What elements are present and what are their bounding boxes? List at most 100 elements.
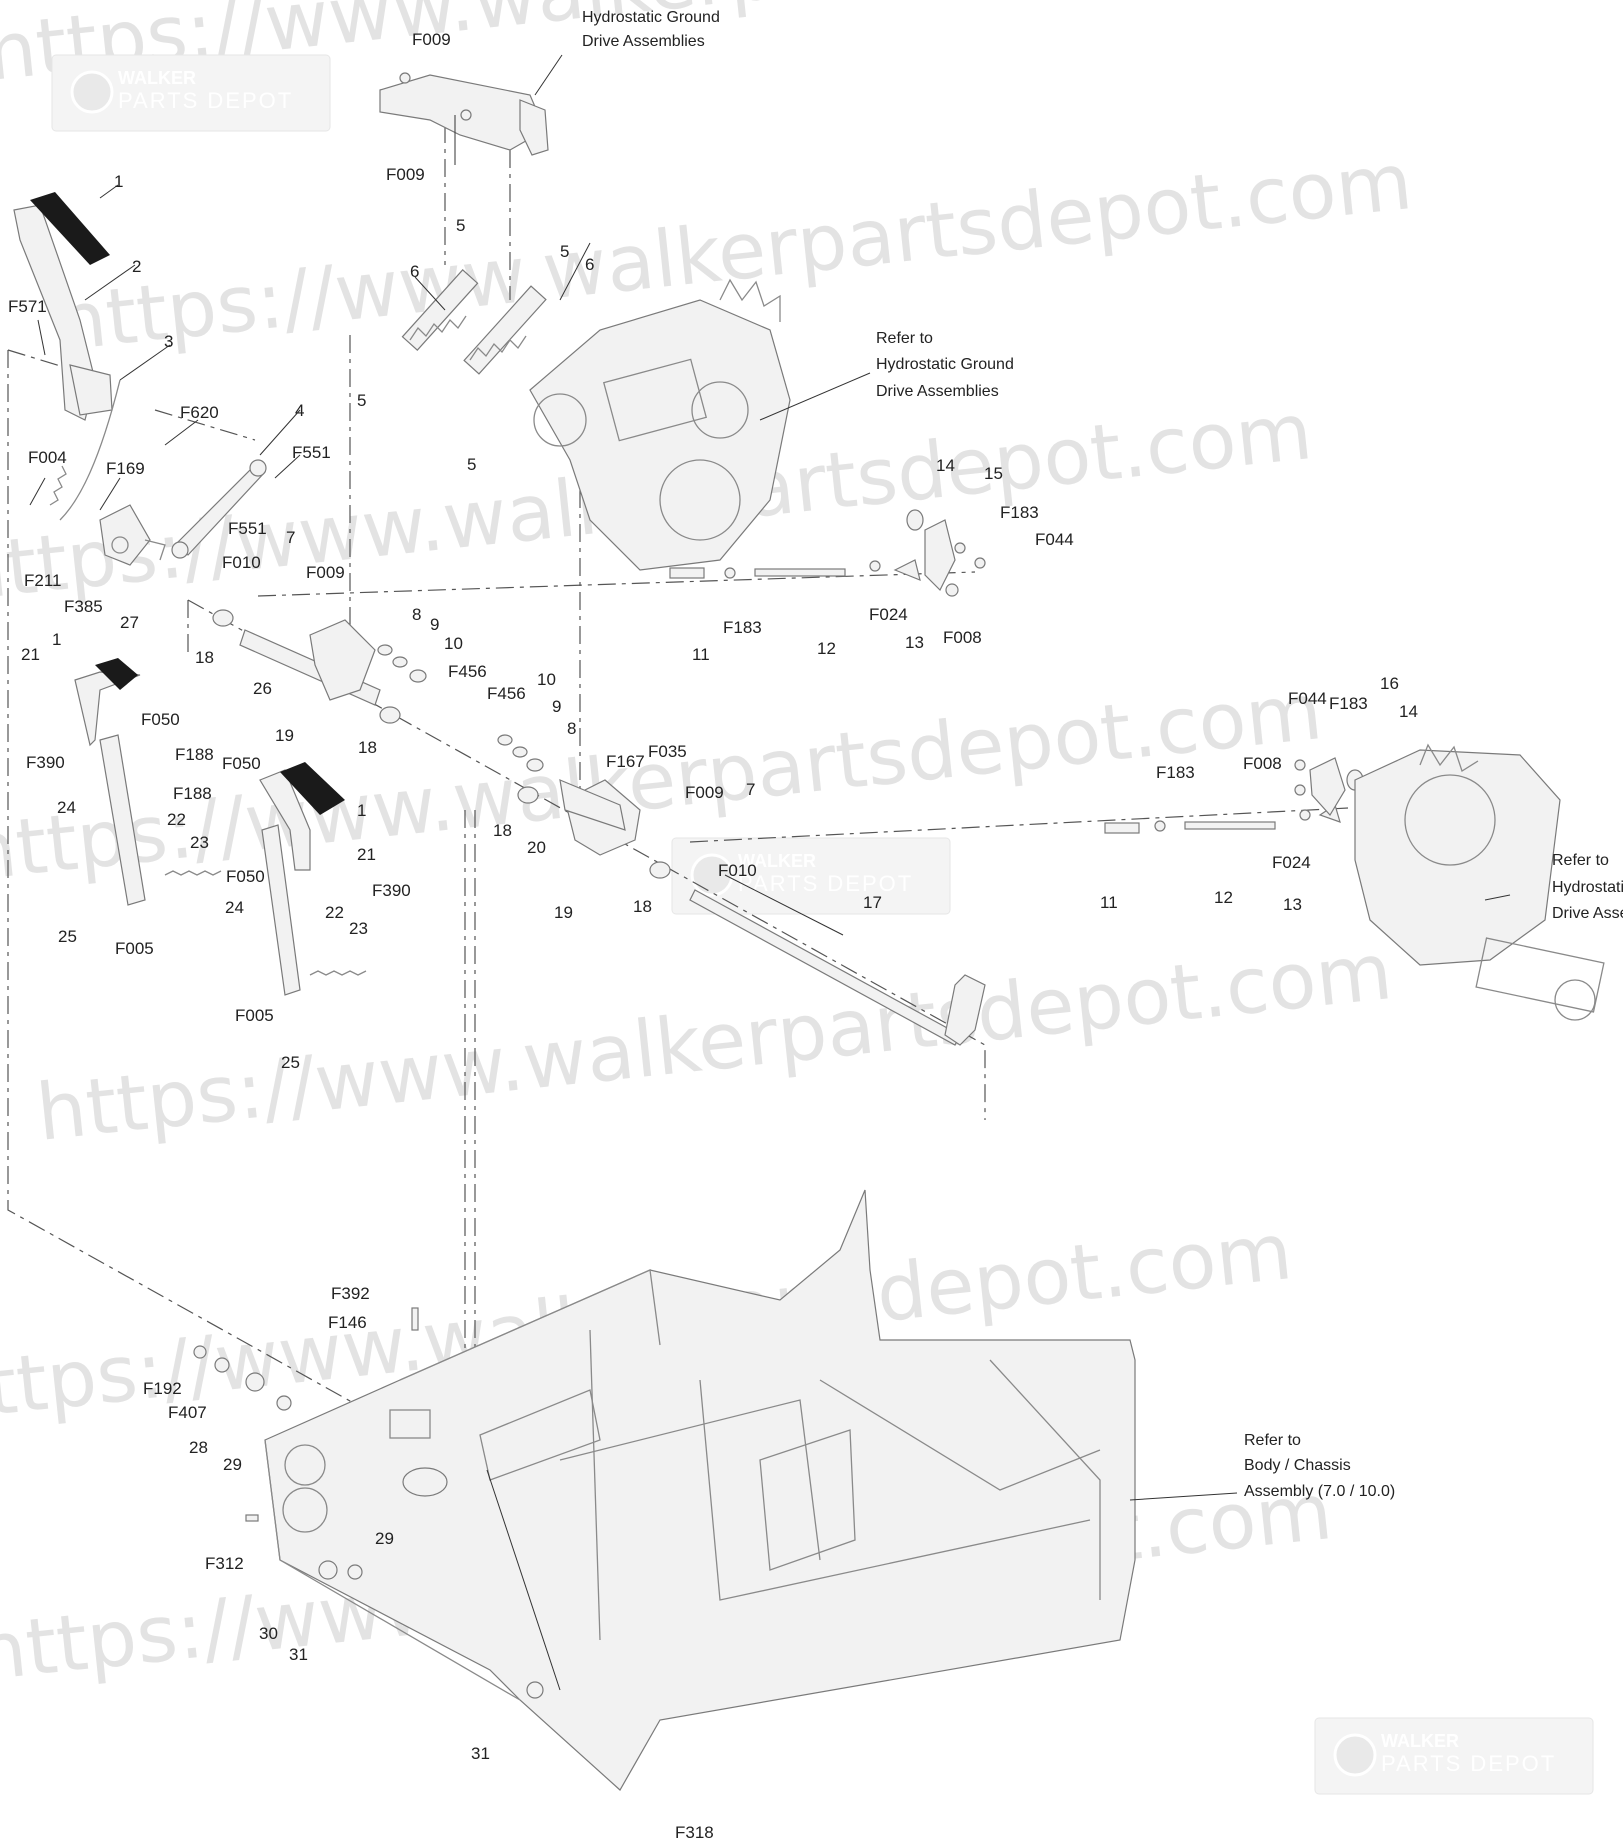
part-callout: F407 bbox=[168, 1403, 207, 1422]
pedal-lower-left bbox=[74, 658, 222, 906]
part-callout: F010 bbox=[222, 553, 261, 572]
part-callout: 13 bbox=[1283, 895, 1302, 914]
part-callout: F456 bbox=[448, 662, 487, 681]
watermark-badge: WALKER PARTS DEPOT bbox=[51, 54, 331, 132]
part-callout: F188 bbox=[173, 784, 212, 803]
part-callout: F390 bbox=[26, 753, 65, 772]
part-callout: 18 bbox=[493, 821, 512, 840]
reference-hydro-mid: Refer to bbox=[876, 330, 933, 347]
part-callout: 29 bbox=[223, 1455, 242, 1474]
reference-hydro-top: Hydrostatic Ground bbox=[582, 9, 720, 26]
part-callout: 8 bbox=[567, 719, 576, 738]
logo-icon bbox=[1333, 1733, 1377, 1777]
watermark-badge: WALKER PARTS DEPOT bbox=[671, 837, 951, 915]
part-callout: F009 bbox=[412, 30, 451, 49]
badge-line1: WALKER bbox=[1381, 1731, 1459, 1751]
part-callout: F188 bbox=[175, 745, 214, 764]
washer-stack bbox=[377, 644, 544, 772]
part-callout: 24 bbox=[225, 898, 244, 917]
part-callout: F004 bbox=[28, 448, 67, 467]
part-callout: 5 bbox=[357, 391, 366, 410]
part-callout: F183 bbox=[1329, 694, 1368, 713]
part-callout: F009 bbox=[306, 563, 345, 582]
logo-icon bbox=[70, 70, 114, 114]
callout-labels: F009 F009 1 2 F571 3 4 F620 F551 F004 F1… bbox=[8, 30, 1418, 1842]
part-callout: 20 bbox=[527, 838, 546, 857]
part-callout: 28 bbox=[189, 1438, 208, 1457]
spring-part bbox=[463, 285, 547, 375]
part-callout: F146 bbox=[328, 1313, 367, 1332]
lever-4 bbox=[171, 459, 267, 559]
part-callout: 31 bbox=[471, 1744, 490, 1763]
part-callout: 1 bbox=[52, 630, 61, 649]
part-callout: F312 bbox=[205, 1554, 244, 1573]
part-callout: 10 bbox=[444, 634, 463, 653]
transmission-right bbox=[1354, 743, 1605, 1021]
part-callout: 23 bbox=[190, 833, 209, 852]
badge-line1: WALKER bbox=[738, 851, 816, 871]
cable-lower bbox=[1104, 757, 1364, 834]
cable-upper bbox=[669, 509, 986, 597]
pedal-upper-left bbox=[13, 192, 121, 521]
chassis-frame bbox=[264, 1189, 1136, 1791]
reference-hydro-mid: Hydrostatic Ground bbox=[876, 356, 1014, 373]
part-callout: 6 bbox=[585, 255, 594, 274]
part-callout: F035 bbox=[648, 742, 687, 761]
part-callout: 2 bbox=[132, 257, 141, 276]
reference-chassis: Assembly (7.0 / 10.0) bbox=[1244, 1483, 1395, 1500]
part-callout: F044 bbox=[1035, 530, 1074, 549]
part-callout: 11 bbox=[692, 645, 710, 664]
part-callout: 1 bbox=[114, 172, 123, 191]
part-callout: F169 bbox=[106, 459, 145, 478]
part-callout: F005 bbox=[115, 939, 154, 958]
pedal-lower-mid bbox=[259, 762, 367, 996]
part-callout: 17 bbox=[863, 893, 882, 912]
part-callout: F183 bbox=[1000, 503, 1039, 522]
part-callout: 31 bbox=[289, 1645, 308, 1664]
part-callout: F024 bbox=[1272, 853, 1311, 872]
badge-line2: PARTS DEPOT bbox=[738, 871, 913, 896]
part-callout: 7 bbox=[746, 780, 755, 799]
part-callout: 6 bbox=[410, 262, 419, 281]
part-callout: F551 bbox=[292, 443, 331, 462]
part-callout: 25 bbox=[58, 927, 77, 946]
part-callout: F167 bbox=[606, 752, 645, 771]
part-callout: 7 bbox=[286, 528, 295, 547]
chassis-small-parts bbox=[193, 1307, 419, 1522]
part-callout: 5 bbox=[456, 216, 465, 235]
part-callout: 27 bbox=[120, 613, 139, 632]
part-callout: F385 bbox=[64, 597, 103, 616]
part-callout: 16 bbox=[1380, 674, 1399, 693]
part-callout: F044 bbox=[1288, 689, 1327, 708]
part-callout: 26 bbox=[253, 679, 272, 698]
shaft-26 bbox=[212, 609, 401, 724]
badge-line1: WALKER bbox=[118, 68, 196, 88]
part-callout: 24 bbox=[57, 798, 76, 817]
part-callout: F050 bbox=[222, 754, 261, 773]
part-callout: 18 bbox=[195, 648, 214, 667]
bracket-20 bbox=[517, 779, 671, 879]
part-callout: 4 bbox=[295, 401, 304, 420]
part-callout: 29 bbox=[375, 1529, 394, 1548]
badge-line2: PARTS DEPOT bbox=[118, 88, 293, 113]
part-callout: F183 bbox=[723, 618, 762, 637]
part-callout: F390 bbox=[372, 881, 411, 900]
part-callout: 12 bbox=[1214, 888, 1233, 907]
part-callout: 9 bbox=[430, 615, 439, 634]
part-callout: F010 bbox=[718, 861, 757, 880]
part-callout: 19 bbox=[275, 726, 294, 745]
part-callout: 5 bbox=[467, 455, 476, 474]
reference-chassis: Body / Chassis bbox=[1244, 1457, 1351, 1474]
reference-notes: Hydrostatic Ground Drive Assemblies Refe… bbox=[582, 9, 1623, 1500]
part-callout: F620 bbox=[180, 403, 219, 422]
part-callout: 21 bbox=[21, 645, 40, 664]
part-callout: 21 bbox=[357, 845, 376, 864]
part-callout: 13 bbox=[905, 633, 924, 652]
transmission-top bbox=[529, 278, 791, 571]
part-callout: F024 bbox=[869, 605, 908, 624]
reference-hydro-right: Drive Asser bbox=[1552, 905, 1623, 922]
reference-chassis: Refer to bbox=[1244, 1432, 1301, 1449]
part-callout: 25 bbox=[281, 1053, 300, 1072]
